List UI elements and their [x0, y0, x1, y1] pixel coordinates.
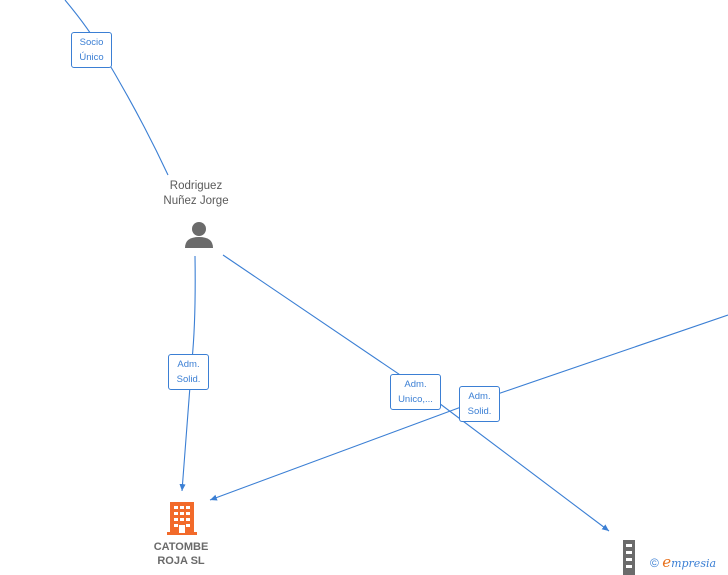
person-node-label[interactable]: Rodriguez Nuñez Jorge — [146, 179, 246, 209]
edge-label-line: Unico,... — [398, 394, 433, 405]
edge-label-line: Adm. — [177, 359, 200, 370]
edge-label-line: Solid. — [467, 406, 492, 417]
edge-label-line: Socio — [79, 37, 104, 48]
partial-building-icon[interactable] — [620, 540, 638, 575]
edge-label-adm-solid-2[interactable]: Adm. Solid. — [459, 386, 500, 422]
company-node-label[interactable]: CATOMBE ROJA SL — [141, 540, 221, 568]
edge-label-line: Único — [79, 52, 104, 63]
copyright-symbol: © — [650, 556, 659, 570]
edge-socio-unico — [64, 0, 169, 176]
person-name-line2: Nuñez Jorge — [163, 195, 229, 207]
building-icon[interactable] — [166, 500, 198, 536]
edge-label-line: Solid. — [176, 374, 201, 385]
edge-label-socio-unico[interactable]: Socio Único — [71, 32, 112, 68]
brand-rest: mpresia — [671, 557, 717, 570]
company-name-line1: CATOMBE — [153, 541, 209, 553]
edge-label-adm-unico[interactable]: Adm. Unico,... — [390, 374, 441, 410]
person-name-line1: Rodriguez — [169, 180, 223, 192]
brand-initial: e — [662, 553, 672, 571]
edge-label-adm-solid-1[interactable]: Adm. Solid. — [168, 354, 209, 390]
company-name-line2: ROJA SL — [157, 555, 205, 567]
edge-label-line: Adm. — [404, 379, 427, 390]
person-icon[interactable] — [183, 220, 215, 250]
edge-label-line: Adm. — [468, 391, 491, 402]
empresia-watermark: © empresia — [650, 553, 716, 571]
